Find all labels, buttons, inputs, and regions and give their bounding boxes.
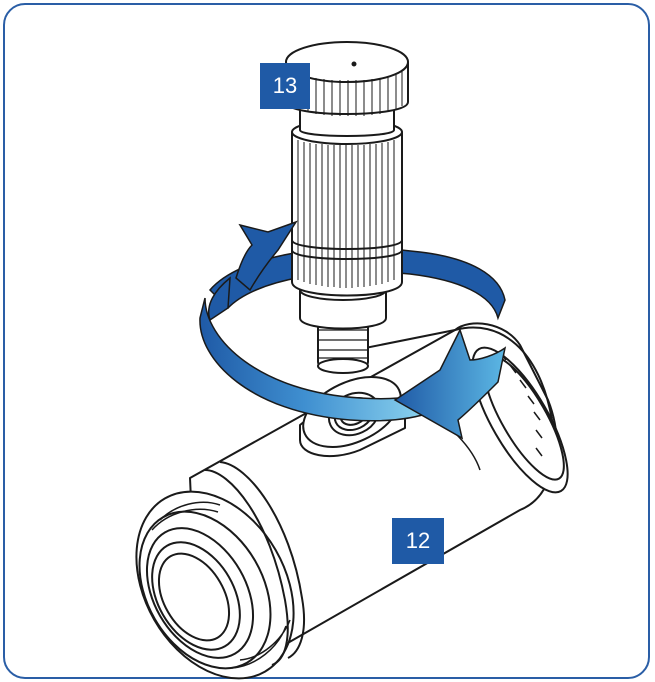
pipe-fitting-body (135, 322, 569, 680)
knurling-lines (297, 140, 395, 288)
part-12-callout: 12 (392, 518, 444, 564)
part-13-callout: 13 (260, 63, 310, 109)
sensor-fitting (285, 41, 409, 374)
rotate-clockwise-arrow-icon (199, 220, 507, 440)
